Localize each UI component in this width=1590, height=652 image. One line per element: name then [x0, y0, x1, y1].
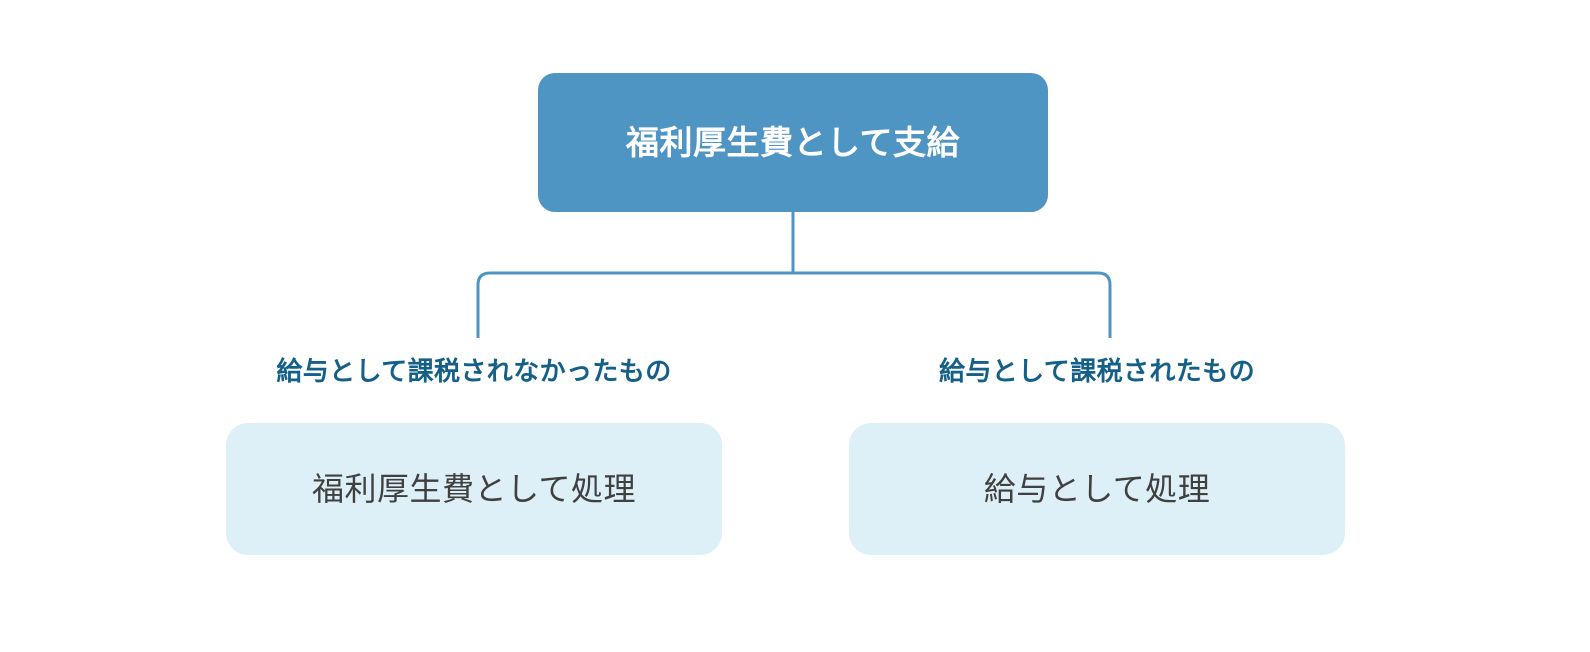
root-node: 福利厚生費として支給	[538, 73, 1048, 212]
branch-label-not-taxed: 給与として課税されなかったもの	[276, 356, 672, 386]
connector-branch-bus	[476, 271, 1112, 338]
leaf-node-salary: 給与として処理	[849, 423, 1345, 555]
branch-label-taxed: 給与として課税されたもの	[938, 356, 1256, 386]
leaf-node-welfare-expense-label: 福利厚生費として処理	[311, 470, 637, 507]
leaf-node-salary-label: 給与として処理	[983, 470, 1211, 507]
leaf-node-welfare-expense: 福利厚生費として処理	[226, 423, 722, 555]
root-node-label: 福利厚生費として支給	[625, 123, 960, 161]
